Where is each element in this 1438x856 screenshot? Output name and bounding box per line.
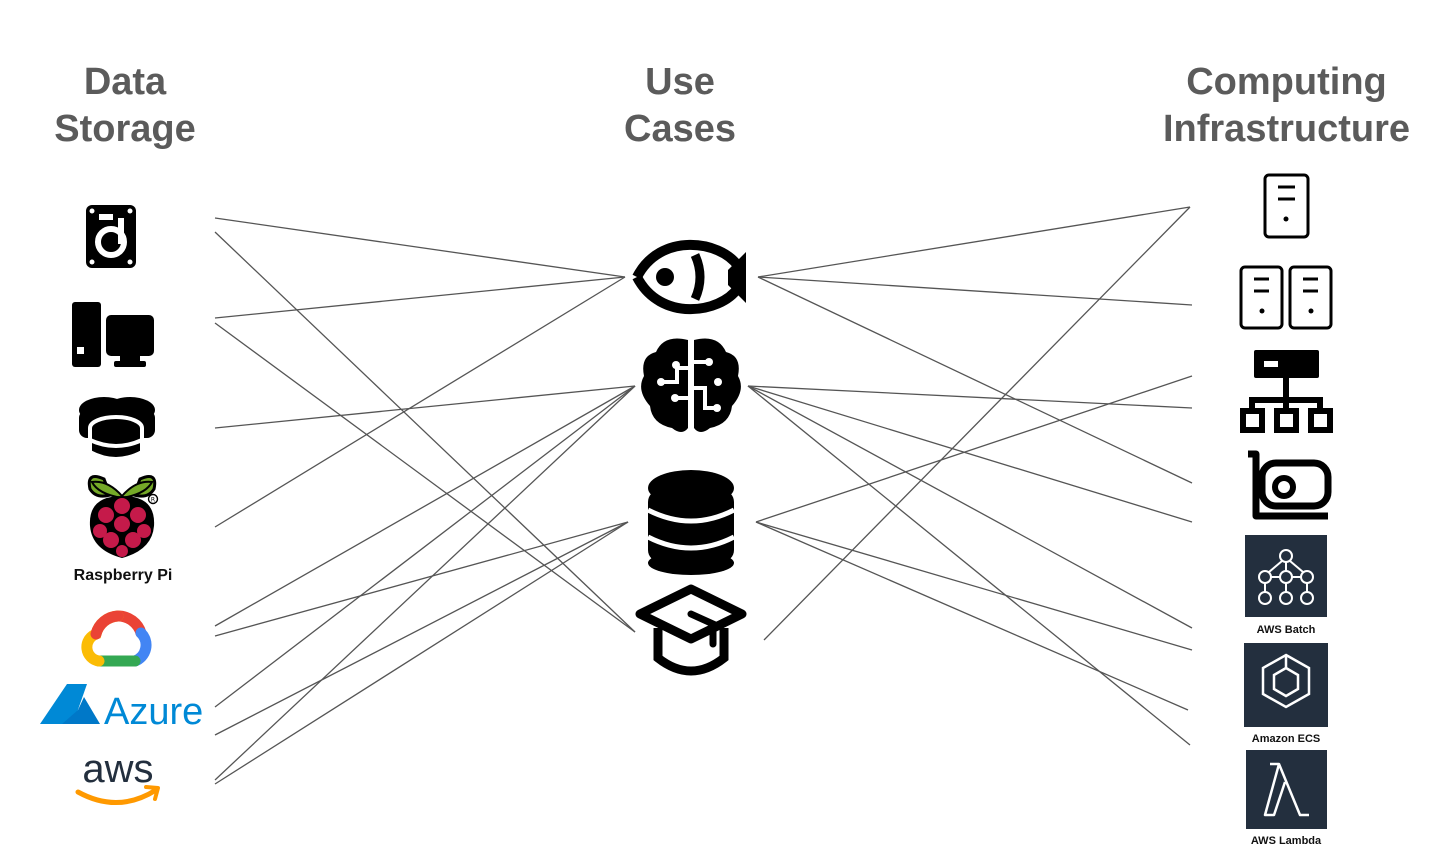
aws-lambda-label: AWS Lambda: [1251, 835, 1322, 847]
connector-hard-drive-to-education: [214, 231, 636, 633]
compute-node-aws-batch: AWS Batch: [1245, 535, 1327, 636]
google-cloud-logo: [81, 610, 152, 667]
connector-azure-to-brain: [214, 385, 636, 708]
connector-brain-to-aws-batch: [747, 385, 1193, 523]
connector-google-cloud-to-database: [214, 521, 629, 637]
compute-node-server: [1263, 173, 1310, 239]
svg-text:R: R: [151, 497, 155, 504]
azure-logo: [40, 684, 100, 724]
connector-brain-to-network: [747, 385, 1193, 409]
connector-brain-to-aws-lambda: [747, 385, 1191, 746]
connector-database-cluster-to-brain: [214, 385, 636, 429]
use-case-brain: [641, 338, 741, 432]
compute-node-amazon-ecs: Amazon ECS: [1244, 643, 1328, 745]
storage-node-database-cluster: [79, 397, 155, 461]
compute-node-aws-lambda: AWS Lambda: [1246, 750, 1327, 847]
connector-fish-to-server: [757, 206, 1191, 278]
storage-node-desktop-computer: [72, 302, 154, 367]
raspberry-pi-label: Raspberry Pi: [74, 567, 173, 584]
amazon-ecs-icon: [1244, 643, 1328, 727]
connector-database-to-network: [755, 375, 1193, 523]
fish-icon: [632, 239, 746, 315]
connector-brain-to-amazon-ecs: [747, 385, 1193, 629]
connector-desktop-computer-to-education: [214, 322, 636, 633]
connector-azure-to-database: [214, 521, 629, 736]
storage-node-raspberry-pi: R Raspberry Pi: [74, 475, 173, 584]
amazon-ecs-label: Amazon ECS: [1252, 733, 1320, 745]
storage-node-google-cloud: [81, 610, 152, 667]
network-hierarchy-icon: [1240, 350, 1333, 433]
connector-database-to-aws-lambda: [755, 521, 1189, 711]
desktop-computer-icon: [72, 302, 154, 367]
use-case-education: [635, 584, 747, 676]
aws-logo: aws: [75, 747, 160, 805]
database-icon: [646, 470, 736, 575]
server-pair-icon: [1239, 265, 1333, 330]
connector-fish-to-server-pair: [757, 276, 1193, 306]
aws-label: aws: [82, 747, 153, 791]
graduation-cap-icon: [635, 584, 747, 676]
compute-node-gpu-card: [1248, 450, 1332, 520]
connector-aws-to-brain: [214, 385, 636, 781]
compute-node-server-pair: [1239, 265, 1333, 330]
storage-node-aws: aws: [75, 747, 160, 805]
use-case-fish: [632, 239, 746, 315]
gpu-card-icon: [1248, 450, 1332, 520]
connector-lines: [214, 206, 1193, 785]
raspberry-pi-logo: R: [87, 475, 159, 558]
storage-node-hard-drive: [86, 205, 136, 268]
server-icon: [1263, 173, 1310, 239]
connector-education-to-server: [763, 206, 1191, 641]
use-case-database: [646, 470, 736, 575]
connector-fish-to-aws-batch: [757, 276, 1193, 484]
connector-google-cloud-to-brain: [214, 385, 636, 627]
brain-circuit-icon: [641, 338, 741, 432]
aws-lambda-icon: [1246, 750, 1327, 829]
database-cluster-icon: [79, 397, 155, 461]
hard-drive-icon: [86, 205, 136, 268]
aws-batch-label: AWS Batch: [1257, 624, 1316, 636]
connector-raspberry-pi-to-fish: [214, 276, 626, 528]
connector-desktop-computer-to-fish: [214, 276, 626, 319]
aws-batch-icon: [1245, 535, 1327, 617]
connector-database-to-amazon-ecs: [755, 521, 1193, 651]
compute-node-network: [1240, 350, 1333, 433]
connector-hard-drive-to-fish: [214, 217, 626, 278]
connector-aws-to-database: [214, 521, 629, 785]
azure-label: Azure: [104, 691, 203, 733]
storage-node-azure: Azure: [40, 684, 203, 733]
